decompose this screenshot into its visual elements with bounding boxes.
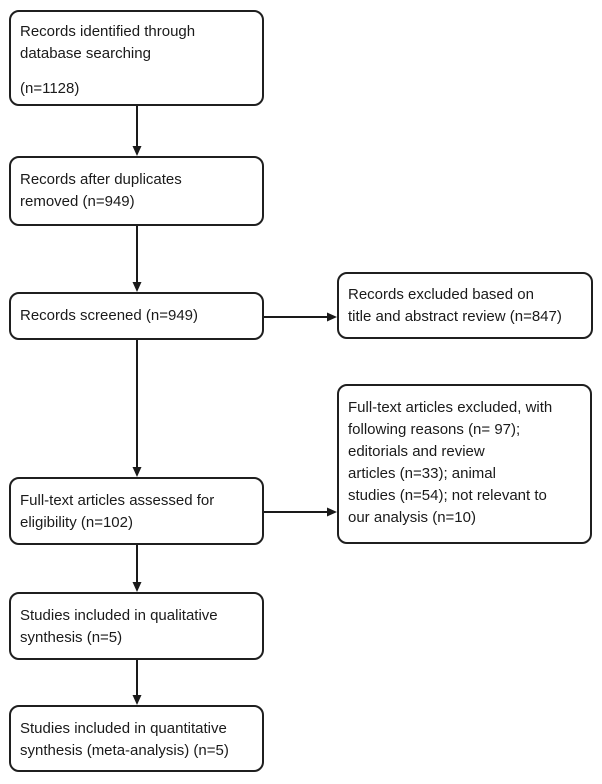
box-text-line: title and abstract review (n=847): [348, 308, 562, 325]
arrow-fulltext-to-qualitative: [132, 545, 142, 592]
box-text-line: Full-text articles assessed for: [20, 492, 215, 509]
box-text-line: Studies included in quantitative: [20, 720, 227, 737]
box-text-line: synthesis (meta-analysis) (n=5): [20, 742, 229, 759]
box-text-line: Full-text articles excluded, with: [348, 399, 553, 416]
arrow-fulltext-to-excluded: [264, 507, 337, 517]
arrow-screened-to-fulltext: [132, 340, 142, 477]
arrow-screened-to-excluded: [264, 312, 337, 322]
box-records-after-duplicates: Records after duplicates removed (n=949): [9, 156, 264, 226]
box-text-line: synthesis (n=5): [20, 629, 123, 646]
box-text-line: Records after duplicates: [20, 171, 182, 188]
arrow-qualitative-to-quantitative: [132, 660, 142, 705]
box-text-line: articles (n=33); animal: [348, 465, 496, 482]
box-text-line: (n=1128): [20, 80, 80, 97]
box-fulltext-assessed: Full-text articles assessed for eligibil…: [9, 477, 264, 545]
box-qualitative-synthesis: Studies included in qualitative synthesi…: [9, 592, 264, 660]
box-records-identified: Records identified through database sear…: [9, 10, 264, 106]
box-quantitative-synthesis: Studies included in quantitative synthes…: [9, 705, 264, 772]
box-text-line: database searching: [20, 45, 151, 62]
arrow-duplicates-to-screened: [132, 226, 142, 292]
box-text-line: Records identified through: [20, 23, 196, 40]
box-text-line: Records screened (n=949): [20, 307, 199, 324]
box-records-excluded-title-abstract: Records excluded based on title and abst…: [337, 272, 593, 339]
box-text-line: removed (n=949): [20, 193, 135, 210]
box-text-line: eligibility (n=102): [20, 514, 133, 531]
box-text-line: following reasons (n= 97);: [348, 421, 521, 438]
box-text-line: studies (n=54); not relevant to: [348, 487, 547, 504]
box-fulltext-excluded-reasons: Full-text articles excluded, with follow…: [337, 384, 592, 544]
arrow-identified-to-duplicates: [132, 106, 142, 156]
box-text-line: our analysis (n=10): [348, 509, 476, 526]
box-records-screened: Records screened (n=949): [9, 292, 264, 340]
box-text-line: Records excluded based on: [348, 286, 534, 303]
line-spacer: [20, 65, 254, 78]
box-text-line: editorials and review: [348, 443, 485, 460]
box-text-line: Studies included in qualitative: [20, 607, 218, 624]
